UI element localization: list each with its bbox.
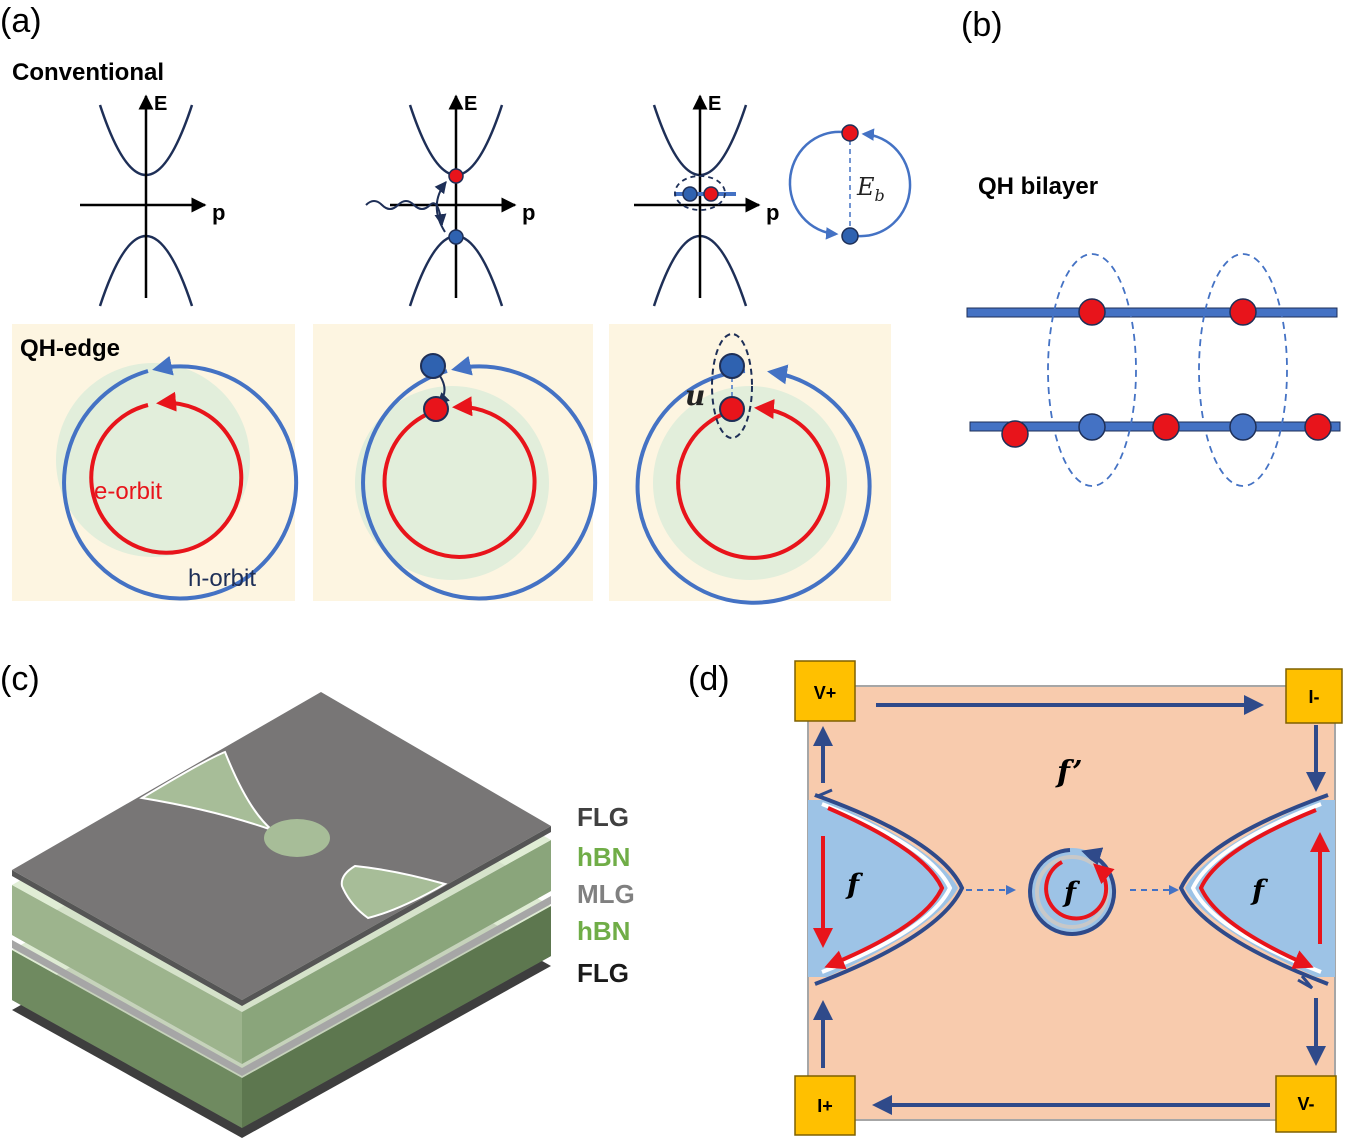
contact-v-minus [1275,1075,1337,1133]
hole [841,227,859,245]
binding-energy-label: Eb [856,173,885,205]
u-label: u [685,379,705,412]
hole [1078,413,1106,441]
band-diagram-3: E p [634,93,779,307]
contact-i-plus-label: I+ [817,1096,833,1116]
layer-mlg: MLG [577,879,635,909]
interlayer-exciton [1198,253,1288,487]
electron [423,396,449,422]
p-axis-label: p [212,200,225,225]
qh-box-3: u [609,324,891,605]
conventional-title: Conventional [12,59,164,86]
layer-hbn-bottom: hBN [577,916,630,946]
contact-i-minus-label: I- [1309,687,1320,707]
electron [1152,413,1180,441]
qh-edge-label: QH-edge [20,335,120,362]
exciton-outline [711,333,753,439]
interlayer-exciton [1047,253,1137,487]
e-axis-label: E [464,93,477,115]
photon-wave [365,200,447,227]
p-axis-label: p [522,200,535,225]
panel-d-label: (d) [688,660,730,698]
layer-flg-top: FLG [577,802,629,832]
electron [448,168,464,184]
hole [682,186,698,202]
contact-v-minus-label: V- [1297,1094,1314,1114]
e-axis-label: E [154,93,167,115]
layer-hbn-top: hBN [577,842,630,872]
hall-bar [794,660,1343,1136]
gate-island [264,819,330,857]
contact-v-plus-label: V+ [814,683,837,703]
e-orbit [676,399,831,560]
device-stack [12,692,551,1138]
band-diagram-2: E p [365,93,535,307]
layer-flg-bottom: FLG [577,958,629,988]
top-layer [966,307,1338,318]
h-orbit [635,364,872,605]
hole [719,353,745,379]
e-orbit-label: e-orbit [94,478,162,505]
bilayer-diagram [966,253,1341,487]
hole [448,229,464,245]
qh-box-2 [313,324,598,601]
h-orbit [361,355,598,601]
contact-v-plus [794,660,856,722]
gate-cutout-right [340,864,448,920]
hole [420,353,446,379]
qh-bilayer-title: QH bilayer [978,173,1098,200]
h-orbit [62,355,299,601]
electron [1229,298,1257,326]
electron [1001,420,1029,448]
qh-box-1: QH-edge e-orbit h-orbit [12,324,299,601]
electron [1304,413,1332,441]
e-orbit [89,391,244,555]
contact-i-minus [1285,668,1343,724]
panel-b-label: (b) [961,6,1003,44]
contact-i-plus [794,1075,856,1136]
e-orbit [382,396,537,559]
excitation-arrow [434,181,447,233]
exciton-outline [674,175,726,211]
e-axis-label: E [708,93,721,115]
hole [1229,413,1257,441]
h-orbit-label: h-orbit [188,565,256,592]
band-diagram-1: E p [80,93,225,307]
left-f-region [808,800,958,977]
electron [703,186,719,202]
electron [841,124,859,142]
gate-cutout-left [139,750,273,831]
right-f-region [1185,800,1335,977]
binding-energy-loop: Eb [788,124,912,245]
p-axis-label: p [766,200,779,225]
f-prime-label: f’ [1055,755,1083,790]
panel-c-label: (c) [0,660,40,698]
electron [719,396,745,422]
panel-a-label: (a) [0,2,42,40]
electron [1078,298,1106,326]
